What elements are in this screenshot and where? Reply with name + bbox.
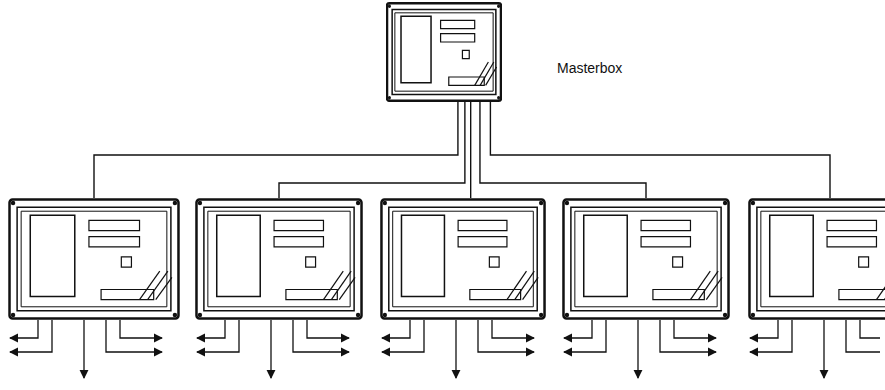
control-box <box>748 198 885 320</box>
output-arrow <box>455 320 456 378</box>
controller-face <box>380 198 546 320</box>
output-arrow <box>492 320 534 338</box>
output-arrow <box>637 320 638 378</box>
connector-wire <box>490 102 830 198</box>
connector-wire <box>279 102 465 198</box>
output-arrow <box>307 320 349 338</box>
box-label: Masterbox <box>555 60 624 76</box>
controller-face <box>562 198 730 320</box>
control-box <box>562 198 730 320</box>
output-arrow <box>106 320 162 352</box>
output-arrow <box>564 320 592 338</box>
output-arrow <box>120 320 162 338</box>
controller-face <box>386 2 502 102</box>
output-arrow <box>197 320 225 338</box>
output-arrow <box>10 320 52 352</box>
control-box <box>8 198 180 320</box>
output-arrow <box>270 320 271 378</box>
output-arrow <box>197 320 239 352</box>
control-box <box>380 198 546 320</box>
output-arrow <box>564 320 606 352</box>
control-box <box>195 198 363 320</box>
controller-face <box>8 198 180 320</box>
connector-wire <box>480 102 646 198</box>
output-arrow <box>846 320 880 352</box>
output-arrow <box>674 320 716 338</box>
output-arrow <box>293 320 349 352</box>
output-arrow <box>83 320 84 378</box>
connector-wire <box>470 102 471 198</box>
output-arrow <box>478 320 534 352</box>
output-arrow <box>860 320 880 338</box>
controller-face <box>748 198 885 320</box>
master-box: Masterbox <box>386 2 502 102</box>
output-arrow <box>823 320 824 378</box>
output-arrow <box>660 320 716 352</box>
output-arrow <box>10 320 38 338</box>
output-arrow <box>382 320 424 352</box>
output-arrow <box>382 320 410 338</box>
output-arrow <box>750 320 778 338</box>
output-arrow <box>750 320 792 352</box>
controller-face <box>195 198 363 320</box>
